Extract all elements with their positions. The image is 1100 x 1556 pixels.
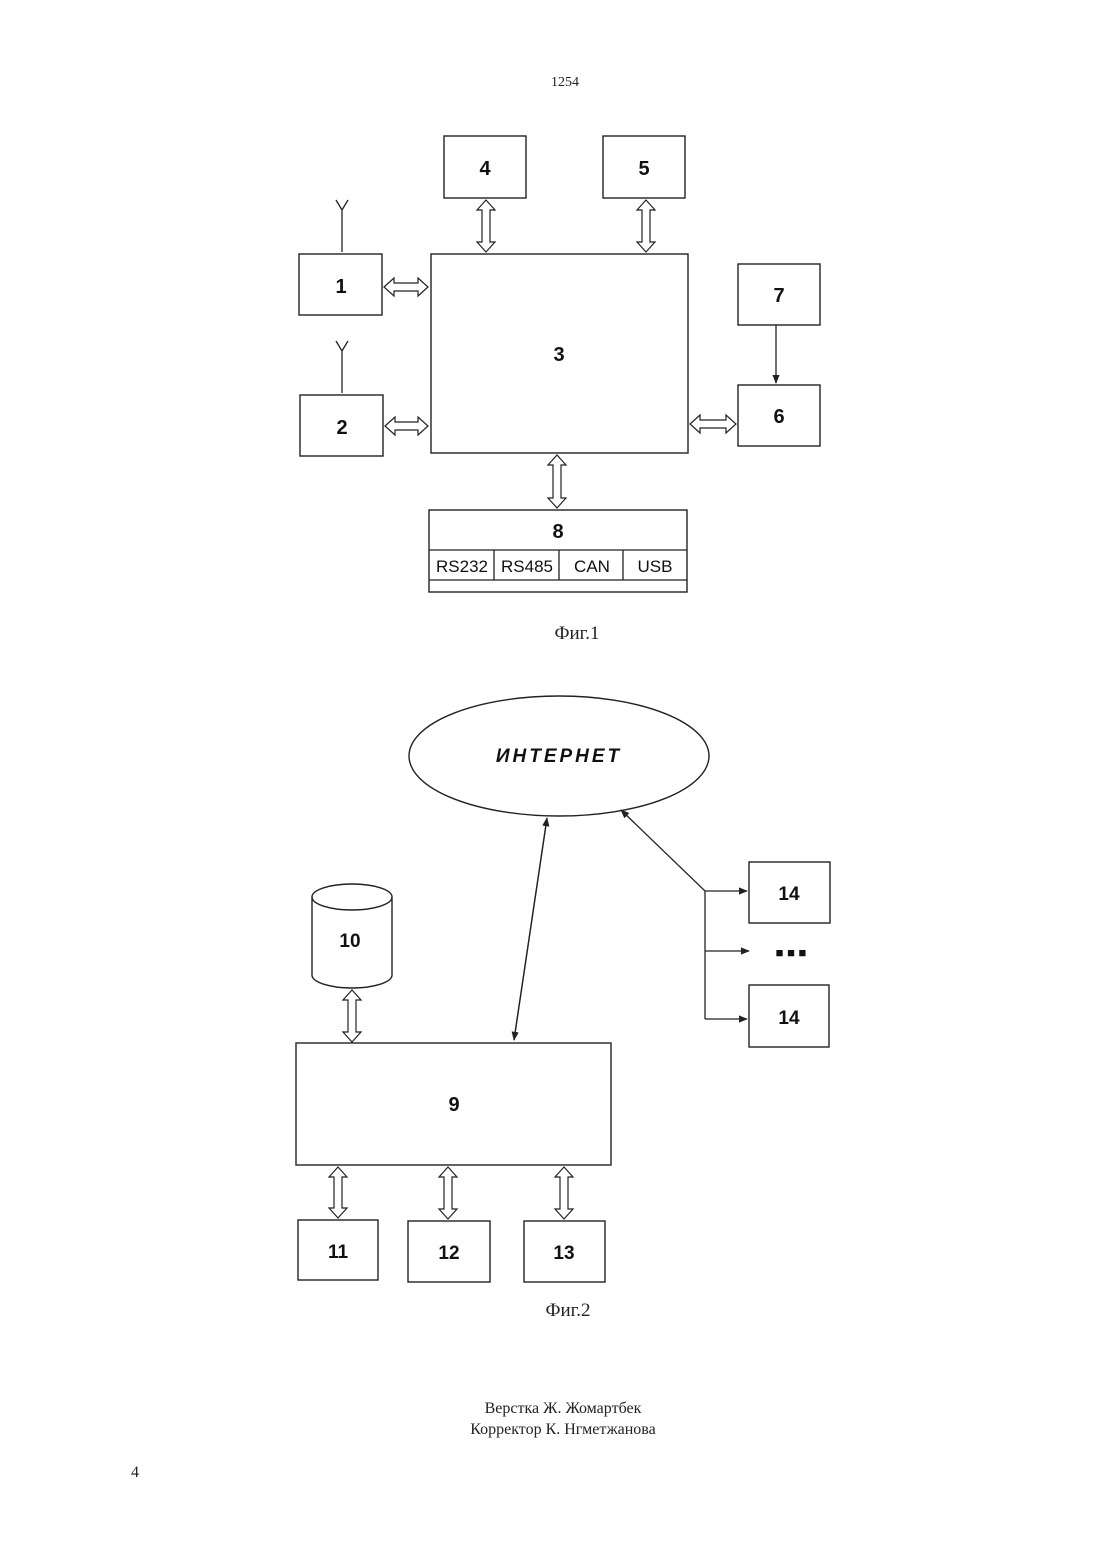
interface-rs485: RS485: [501, 557, 553, 576]
database-top: [312, 884, 392, 910]
link-14-internet: [621, 810, 705, 891]
block-8: 8 RS232 RS485 CAN USB: [429, 510, 687, 592]
antenna-icon: [336, 200, 348, 252]
link-internet-9: [514, 818, 547, 1040]
page-number: 4: [131, 1464, 139, 1481]
double-arrow-3-6: [690, 415, 736, 433]
block-1-label: 1: [335, 276, 346, 298]
interface-usb: USB: [638, 557, 673, 576]
block-5-label: 5: [638, 158, 649, 180]
double-arrow-3-8: [548, 455, 566, 508]
double-arrow-9-11: [329, 1167, 347, 1218]
header-number: 1254: [551, 75, 579, 90]
block-13-label: 13: [553, 1243, 574, 1264]
database-10: 10: [312, 884, 392, 988]
figure-1: 1 2 3 4 5 7 6 8 RS232 RS485: [299, 136, 820, 644]
block-11-label: 11: [328, 1242, 349, 1263]
interface-can: CAN: [574, 557, 610, 576]
fig1-caption: Фиг.1: [554, 623, 599, 644]
block-9-label: 9: [448, 1094, 459, 1116]
block-14-top-label: 14: [778, 884, 800, 905]
antenna-icon: [336, 341, 348, 393]
block-2-label: 2: [336, 417, 347, 439]
credit-proofreader: Корректор К. Нгметжанова: [470, 1421, 655, 1438]
double-arrow-10-9: [343, 990, 361, 1042]
double-arrow-1-3: [384, 278, 428, 296]
interface-rs232: RS232: [436, 557, 488, 576]
more-blocks-ellipsis: ■ ■ ■: [776, 945, 807, 960]
figure-2: ИНТЕРНЕТ 10 9 14 ■ ■ ■ 14 11 12 13: [296, 696, 830, 1321]
block-6-label: 6: [773, 406, 784, 428]
double-arrow-9-12: [439, 1167, 457, 1219]
block-4-label: 4: [479, 158, 491, 180]
block-7-label: 7: [773, 285, 784, 307]
internet-label: ИНТЕРНЕТ: [496, 746, 622, 767]
double-arrow-2-3: [385, 417, 428, 435]
double-arrow-9-13: [555, 1167, 573, 1219]
credit-layout: Верстка Ж. Жомартбек: [485, 1400, 642, 1417]
block-3-label: 3: [553, 344, 564, 366]
block-10-label: 10: [339, 931, 360, 952]
block-14-bottom-label: 14: [778, 1008, 800, 1029]
fig2-caption: Фиг.2: [545, 1300, 590, 1321]
block-8-label: 8: [552, 521, 563, 543]
double-arrow-4-3: [477, 200, 495, 252]
block-12-label: 12: [438, 1243, 459, 1264]
double-arrow-5-3: [637, 200, 655, 252]
